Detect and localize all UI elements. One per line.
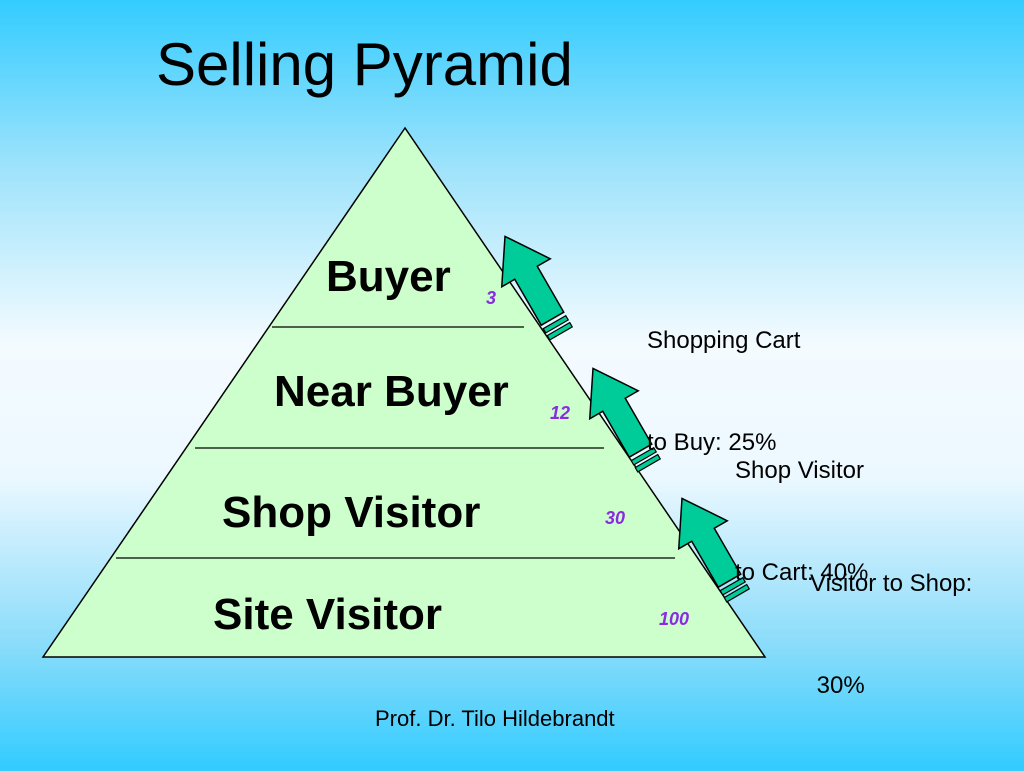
pyramid-shape (41, 126, 767, 658)
slide-title: Selling Pyramid (156, 31, 573, 98)
conversion-arrow-icon-2 (588, 367, 662, 473)
conversion-label-visitor-to-cart: Shop Visitor to Cart: 40% (735, 386, 868, 658)
conversion-label-line: Visitor to Shop: (810, 570, 973, 597)
conversion-label-cart-to-buy: Shopping Cart to Buy: 25% (647, 256, 800, 528)
level-count-buyer: 3 (486, 288, 496, 308)
footer-author: Prof. Dr. Tilo Hildebrandt (375, 706, 615, 731)
conversion-label-line: to Cart: 40% (735, 559, 869, 586)
conversion-label-line: Shopping Cart (647, 327, 801, 354)
conversion-label-visitor-to-shop: Visitor to Shop: 30% (810, 499, 972, 771)
level-count-site-visitor: 100 (659, 609, 689, 629)
level-label-buyer: Buyer (326, 252, 451, 301)
conversion-arrow-icon-1 (500, 235, 574, 341)
conversion-label-line: to Buy: 25% (647, 429, 777, 456)
level-count-near-buyer: 12 (550, 403, 570, 423)
conversion-arrow-icon-3 (677, 497, 751, 603)
conversion-label-line: Shop Visitor (735, 457, 864, 484)
level-label-site-visitor: Site Visitor (213, 590, 442, 639)
conversion-label-line: 30% (810, 672, 865, 699)
level-label-shop-visitor: Shop Visitor (222, 488, 480, 537)
level-label-near-buyer: Near Buyer (274, 367, 509, 416)
level-count-shop-visitor: 30 (605, 508, 625, 528)
